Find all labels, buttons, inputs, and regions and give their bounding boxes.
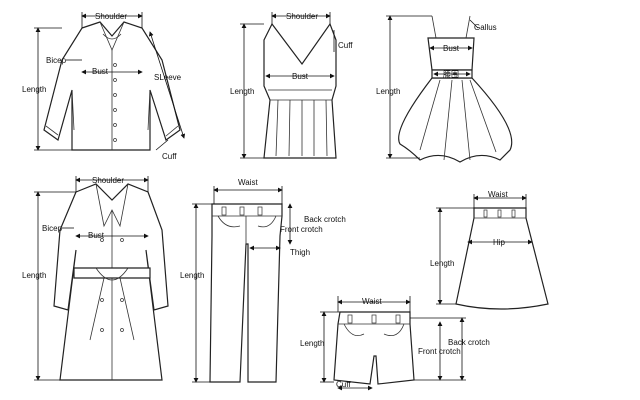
shirt-figure (43, 21, 181, 151)
shirt-shoulder-label: Shoulder (95, 12, 127, 21)
shirt-length-label: Length (22, 85, 46, 94)
skirt-length-label: Length (430, 259, 454, 268)
trousers-thigh-label: Thigh (290, 248, 310, 257)
shirt-buttons (113, 63, 117, 142)
tank-top-dimensions: Shoulder Bust Cuff Length (230, 12, 353, 159)
coat-figure (53, 183, 169, 381)
trousers-length-label: Length (180, 271, 204, 280)
shorts-waist-label: Waist (362, 297, 382, 306)
shirt-bicep-label: Bicep (46, 56, 67, 65)
trousers-figure (209, 203, 283, 383)
shorts-figure (333, 311, 415, 385)
shorts-length-label: Length (300, 339, 324, 348)
coat-buttons (100, 238, 124, 332)
trousers-waist-label: Waist (238, 178, 258, 187)
shorts-back-crotch-label: Back crotch (448, 338, 490, 347)
coat-shoulder-label: Shoulder (92, 176, 124, 185)
shirt-bust-label: Bust (92, 67, 109, 76)
shorts-dimensions: Waist Length Cuff Back crotch Front crot… (300, 296, 490, 391)
tank-top-length-label: Length (230, 87, 254, 96)
coat-bicep-label: Bicep (42, 224, 63, 233)
sundress-gallus-label: Gallus (474, 23, 497, 32)
skirt-waist-label: Waist (488, 190, 508, 199)
trousers-back-crotch-label: Back crotch (304, 215, 346, 224)
sundress-length-label: Length (376, 87, 400, 96)
tank-top-cuff-label: Cuff (338, 41, 353, 50)
coat-dimensions: Shoulder Bust Bicep Length (22, 176, 149, 381)
skirt-dimensions: Waist Hip Length (430, 190, 533, 305)
coat-length-label: Length (22, 271, 46, 280)
shirt-sleeve-label: SLeeve (154, 73, 182, 82)
tank-top-bust-label: Bust (292, 72, 309, 81)
coat-bust-label: Bust (88, 231, 105, 240)
shirt-cuff-label: Cuff (162, 152, 177, 161)
shorts-cuff-label: Cuff (336, 380, 351, 389)
sundress-figure (398, 15, 513, 163)
trousers-dimensions: Waist Back crotch Front crotch Thigh Len… (180, 178, 346, 383)
skirt-hip-label: Hip (493, 238, 506, 247)
sundress-dimensions: Bust 腰围 Gallus Length (376, 15, 497, 159)
skirt-figure (455, 207, 549, 310)
tank-top-figure (263, 22, 337, 159)
sundress-waist-label: 腰围 (443, 70, 459, 79)
shirt-dimensions: Shoulder Bust Bicep Length SLeeve Cuff (22, 12, 186, 161)
shorts-front-crotch-label: Front crotch (418, 347, 461, 356)
trousers-front-crotch-label: Front crotch (280, 225, 323, 234)
sundress-bust-label: Bust (443, 44, 460, 53)
tank-top-shoulder-label: Shoulder (286, 12, 318, 21)
